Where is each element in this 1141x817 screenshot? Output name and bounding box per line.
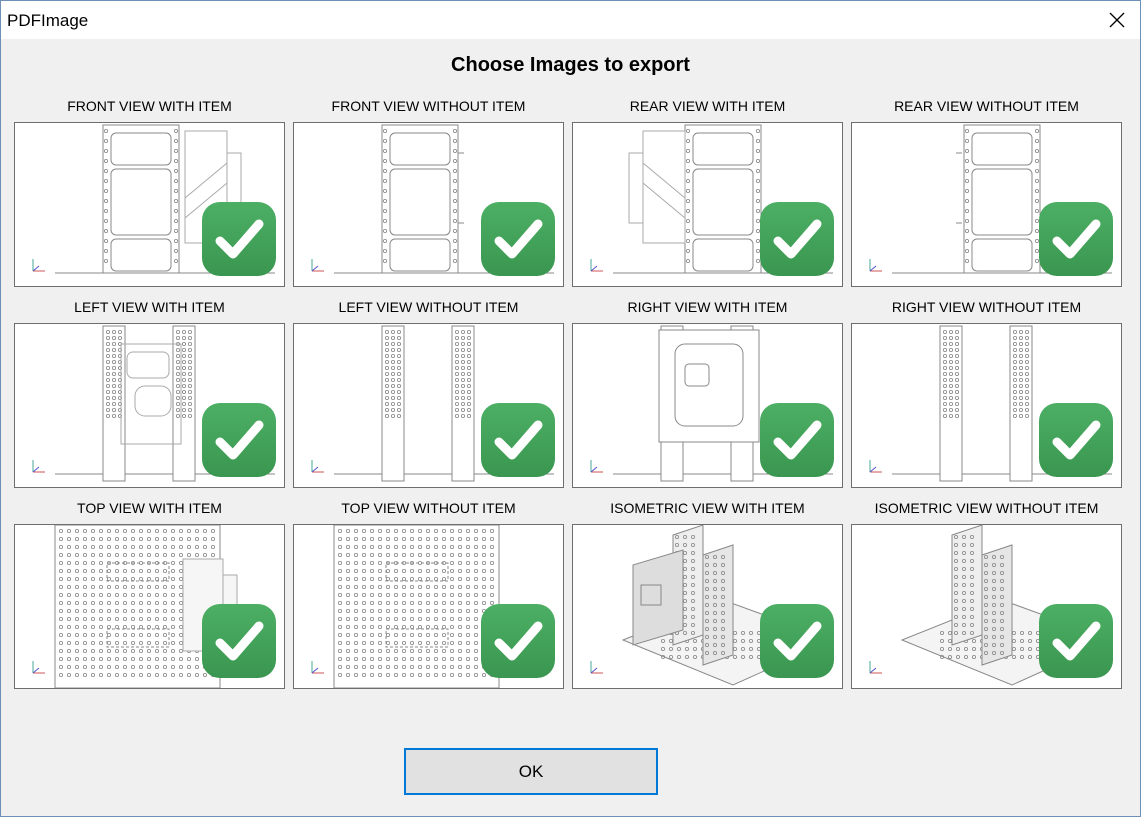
dialog-heading: Choose Images to export [451, 54, 690, 76]
close-button[interactable] [1094, 1, 1140, 39]
checkmark-icon [760, 403, 834, 477]
view-label: FRONT VIEW WITHOUT ITEM [331, 98, 526, 114]
view-thumbnail-right-without[interactable] [851, 323, 1122, 488]
view-thumbnail-top-without[interactable] [293, 524, 564, 689]
view-label: REAR VIEW WITHOUT ITEM [894, 98, 1079, 114]
checkmark-icon [1039, 202, 1113, 276]
ok-button[interactable]: OK [404, 748, 658, 795]
view-label: ISOMETRIC VIEW WITH ITEM [610, 500, 805, 516]
checkmark-icon [481, 604, 555, 678]
view-label: TOP VIEW WITH ITEM [77, 500, 222, 516]
view-thumbnail-right-with[interactable] [572, 323, 843, 488]
view-thumbnail-iso-with[interactable] [572, 524, 843, 689]
checkmark-icon [481, 202, 555, 276]
checkmark-icon [760, 604, 834, 678]
view-drawing [32, 325, 275, 482]
view-thumbnail-front-without[interactable] [293, 122, 564, 287]
window-title: PDFImage [7, 11, 89, 30]
checkmark-icon [202, 202, 276, 276]
view-thumbnail-iso-without[interactable] [851, 524, 1122, 689]
view-drawing [32, 124, 275, 274]
view-drawing [32, 525, 238, 688]
view-label: LEFT VIEW WITHOUT ITEM [338, 299, 519, 315]
view-drawing [869, 124, 1112, 274]
checkmark-icon [1039, 604, 1113, 678]
view-thumbnail-left-without[interactable] [293, 323, 564, 488]
view-thumbnail-rear-without[interactable] [851, 122, 1122, 287]
close-icon [1109, 12, 1125, 28]
title-bar: PDFImage [1, 1, 1140, 39]
checkmark-icon [1039, 403, 1113, 477]
view-label: ISOMETRIC VIEW WITHOUT ITEM [874, 500, 1099, 516]
checkmark-icon [202, 604, 276, 678]
view-drawing [590, 124, 833, 274]
checkmark-icon [760, 202, 834, 276]
checkmark-icon [202, 403, 276, 477]
view-label: RIGHT VIEW WITH ITEM [627, 299, 788, 315]
view-label: RIGHT VIEW WITHOUT ITEM [891, 299, 1082, 315]
view-drawing [311, 124, 554, 274]
view-label: LEFT VIEW WITH ITEM [74, 299, 225, 315]
checkmark-icon [481, 403, 555, 477]
view-thumbnail-front-with[interactable] [14, 122, 285, 287]
view-thumbnail-top-with[interactable] [14, 524, 285, 689]
view-label: REAR VIEW WITH ITEM [629, 98, 786, 114]
view-label: FRONT VIEW WITH ITEM [67, 98, 232, 114]
view-label: TOP VIEW WITHOUT ITEM [341, 500, 516, 516]
view-thumbnail-left-with[interactable] [14, 323, 285, 488]
view-drawing [311, 325, 554, 482]
view-thumbnail-rear-with[interactable] [572, 122, 843, 287]
view-drawing [869, 325, 1112, 482]
